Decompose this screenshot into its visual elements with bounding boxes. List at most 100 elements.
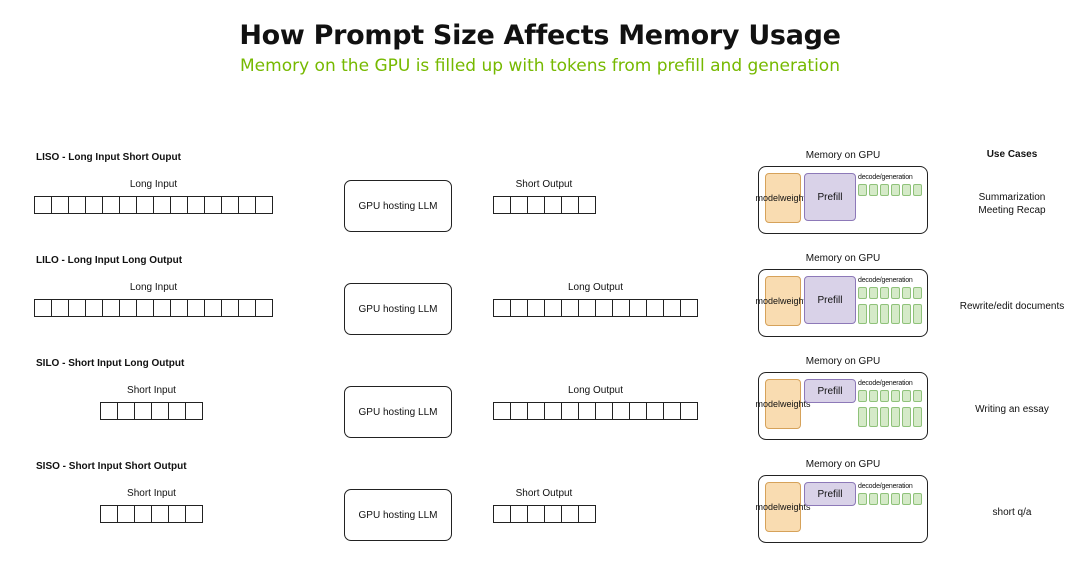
decode-token <box>869 493 878 505</box>
output-token <box>562 505 579 523</box>
decode-label: decode/generation <box>858 483 913 490</box>
input-token <box>222 196 239 214</box>
decode-token <box>869 390 878 402</box>
memory-label: Memory on GPU <box>805 356 881 367</box>
decode-token <box>858 304 867 324</box>
input-token-strip <box>100 505 203 523</box>
output-token <box>545 299 562 317</box>
input-label: Short Input <box>127 385 176 396</box>
decode-token <box>880 407 889 427</box>
input-token-strip <box>34 299 273 317</box>
output-token <box>528 196 545 214</box>
prefill-block: Prefill <box>804 173 856 221</box>
decode-token <box>902 184 911 196</box>
output-token <box>545 402 562 420</box>
input-token <box>69 299 86 317</box>
use-case-line: Meeting Recap <box>978 205 1046 216</box>
input-token <box>118 505 135 523</box>
input-token <box>120 196 137 214</box>
decode-token <box>891 407 900 427</box>
output-token <box>511 196 528 214</box>
decode-token <box>869 407 878 427</box>
page-title: How Prompt Size Affects Memory Usage <box>239 20 841 51</box>
input-token <box>86 196 103 214</box>
input-token <box>120 299 137 317</box>
decode-token <box>880 493 889 505</box>
input-label: Long Input <box>129 179 178 190</box>
prefill-block: Prefill <box>804 379 856 403</box>
input-token <box>256 299 273 317</box>
decode-token <box>913 304 922 324</box>
input-token <box>118 402 135 420</box>
output-token <box>596 299 613 317</box>
decode-token <box>902 304 911 324</box>
output-token <box>528 505 545 523</box>
output-token <box>579 402 596 420</box>
decode-token <box>858 287 867 299</box>
output-token <box>494 299 511 317</box>
decode-token <box>880 304 889 324</box>
input-token <box>103 299 120 317</box>
output-token <box>511 402 528 420</box>
output-token <box>511 299 528 317</box>
memory-label: Memory on GPU <box>805 150 881 161</box>
input-token <box>69 196 86 214</box>
weights-label: model <box>755 501 780 512</box>
input-token <box>188 196 205 214</box>
output-token <box>664 299 681 317</box>
weights-label: weights <box>780 398 811 409</box>
decode-token <box>880 184 889 196</box>
prefill-block: Prefill <box>804 276 856 324</box>
input-token <box>86 299 103 317</box>
input-token <box>52 299 69 317</box>
input-token <box>256 196 273 214</box>
input-token <box>171 196 188 214</box>
gpu-box: GPU hosting LLM <box>344 180 452 232</box>
input-token <box>135 402 152 420</box>
output-token-strip <box>493 196 596 214</box>
output-token <box>494 402 511 420</box>
use-case-text: Writing an essay <box>950 403 1074 416</box>
output-token <box>562 402 579 420</box>
input-label: Long Input <box>129 282 178 293</box>
decode-token <box>891 390 900 402</box>
input-token <box>239 299 256 317</box>
weights-label: weights <box>780 501 811 512</box>
decode-label: decode/generation <box>858 174 913 181</box>
output-token <box>579 196 596 214</box>
gpu-box: GPU hosting LLM <box>344 489 452 541</box>
input-token-strip <box>34 196 273 214</box>
output-token-strip <box>493 402 698 420</box>
input-token <box>101 505 118 523</box>
input-token <box>154 196 171 214</box>
input-token <box>101 402 118 420</box>
input-token <box>205 196 222 214</box>
decode-token <box>902 407 911 427</box>
input-token <box>135 505 152 523</box>
input-token <box>169 505 186 523</box>
decode-token <box>891 184 900 196</box>
page-subtitle: Memory on the GPU is filled up with toke… <box>240 56 840 76</box>
input-token-strip <box>100 402 203 420</box>
decode-token <box>913 390 922 402</box>
output-token <box>494 196 511 214</box>
gpu-box: GPU hosting LLM <box>344 386 452 438</box>
input-token <box>169 402 186 420</box>
input-token <box>35 196 52 214</box>
weights-label: model <box>755 398 780 409</box>
output-token <box>681 402 698 420</box>
output-label: Long Output <box>567 282 624 293</box>
row-title: LILO - Long Input Long Output <box>36 255 183 266</box>
input-token <box>137 196 154 214</box>
row-title: SILO - Short Input Long Output <box>36 358 185 369</box>
input-token <box>152 402 169 420</box>
weights-label: model <box>755 295 780 306</box>
input-token <box>103 196 120 214</box>
